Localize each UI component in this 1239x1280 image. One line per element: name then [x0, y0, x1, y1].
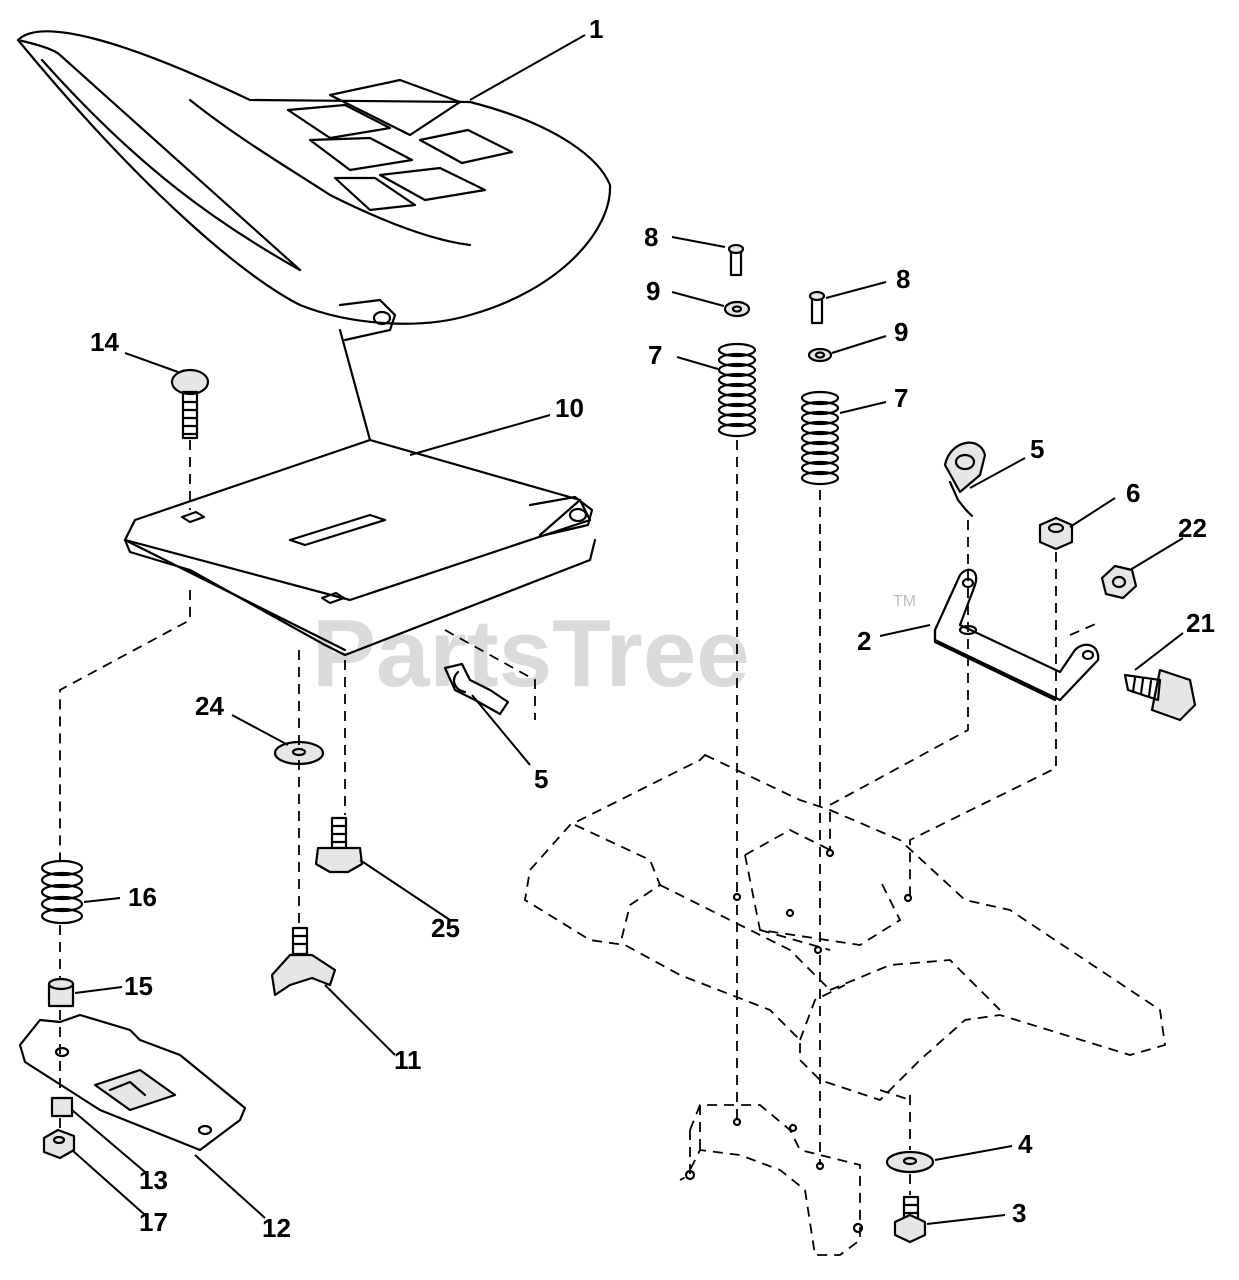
callout-22: 22 — [1178, 513, 1207, 543]
callout-6: 6 — [1126, 478, 1140, 508]
washer-9-right — [807, 347, 833, 363]
mounting-bracket — [933, 568, 1100, 702]
callout-25: 25 — [431, 913, 460, 943]
alignment-lines — [59, 440, 1101, 1195]
callout-10: 10 — [555, 393, 584, 423]
bolt-3 — [893, 1195, 927, 1244]
spring-16 — [40, 859, 84, 925]
callout-15: 15 — [124, 971, 153, 1001]
washer-4 — [885, 1150, 935, 1174]
callout-5-right: 5 — [1030, 434, 1044, 464]
part-13 — [50, 1096, 74, 1118]
knob-25 — [314, 816, 364, 874]
clip-right — [943, 441, 987, 518]
callout-16: 16 — [128, 882, 157, 912]
nut-22 — [1100, 564, 1138, 600]
spring-right — [800, 390, 840, 486]
callout-14: 14 — [90, 327, 119, 357]
callout-4: 4 — [1018, 1129, 1033, 1159]
callout-7-left: 7 — [648, 340, 662, 370]
spacer-15 — [47, 977, 75, 1008]
nut-17 — [42, 1128, 76, 1160]
callout-9-left: 9 — [646, 276, 660, 306]
leader-lines — [71, 34, 1184, 1225]
screw-left — [727, 243, 745, 277]
screw-right — [808, 290, 826, 325]
callout-8-left: 8 — [644, 222, 658, 252]
washer-9-left — [723, 300, 751, 318]
callout-8-right: 8 — [896, 264, 910, 294]
callout-9-right: 9 — [894, 317, 908, 347]
callout-3: 3 — [1012, 1198, 1026, 1228]
callout-5-left: 5 — [534, 764, 548, 794]
watermark-text: PartsTree — [312, 600, 750, 707]
carriage-bolt — [170, 368, 210, 440]
callout-13: 13 — [139, 1165, 168, 1195]
callout-7-right: 7 — [894, 383, 908, 413]
watermark-trademark: TM — [893, 593, 916, 610]
callout-1: 1 — [589, 14, 603, 44]
spring-left — [717, 342, 757, 438]
nut-6 — [1038, 516, 1074, 551]
shoulder-bolt — [1123, 668, 1197, 722]
callout-21: 21 — [1186, 608, 1215, 638]
callout-12: 12 — [262, 1213, 291, 1243]
seat-pan — [123, 298, 597, 657]
seat — [16, 30, 612, 325]
knob-11 — [270, 926, 337, 997]
callout-17: 17 — [139, 1207, 168, 1237]
tractor-frame — [524, 753, 1167, 1102]
callout-11: 11 — [394, 1045, 422, 1075]
frame-bracket — [679, 1104, 864, 1256]
slide-plate — [18, 1013, 247, 1152]
callout-24: 24 — [195, 691, 224, 721]
callout-2: 2 — [857, 626, 871, 656]
clip-left — [443, 662, 510, 716]
